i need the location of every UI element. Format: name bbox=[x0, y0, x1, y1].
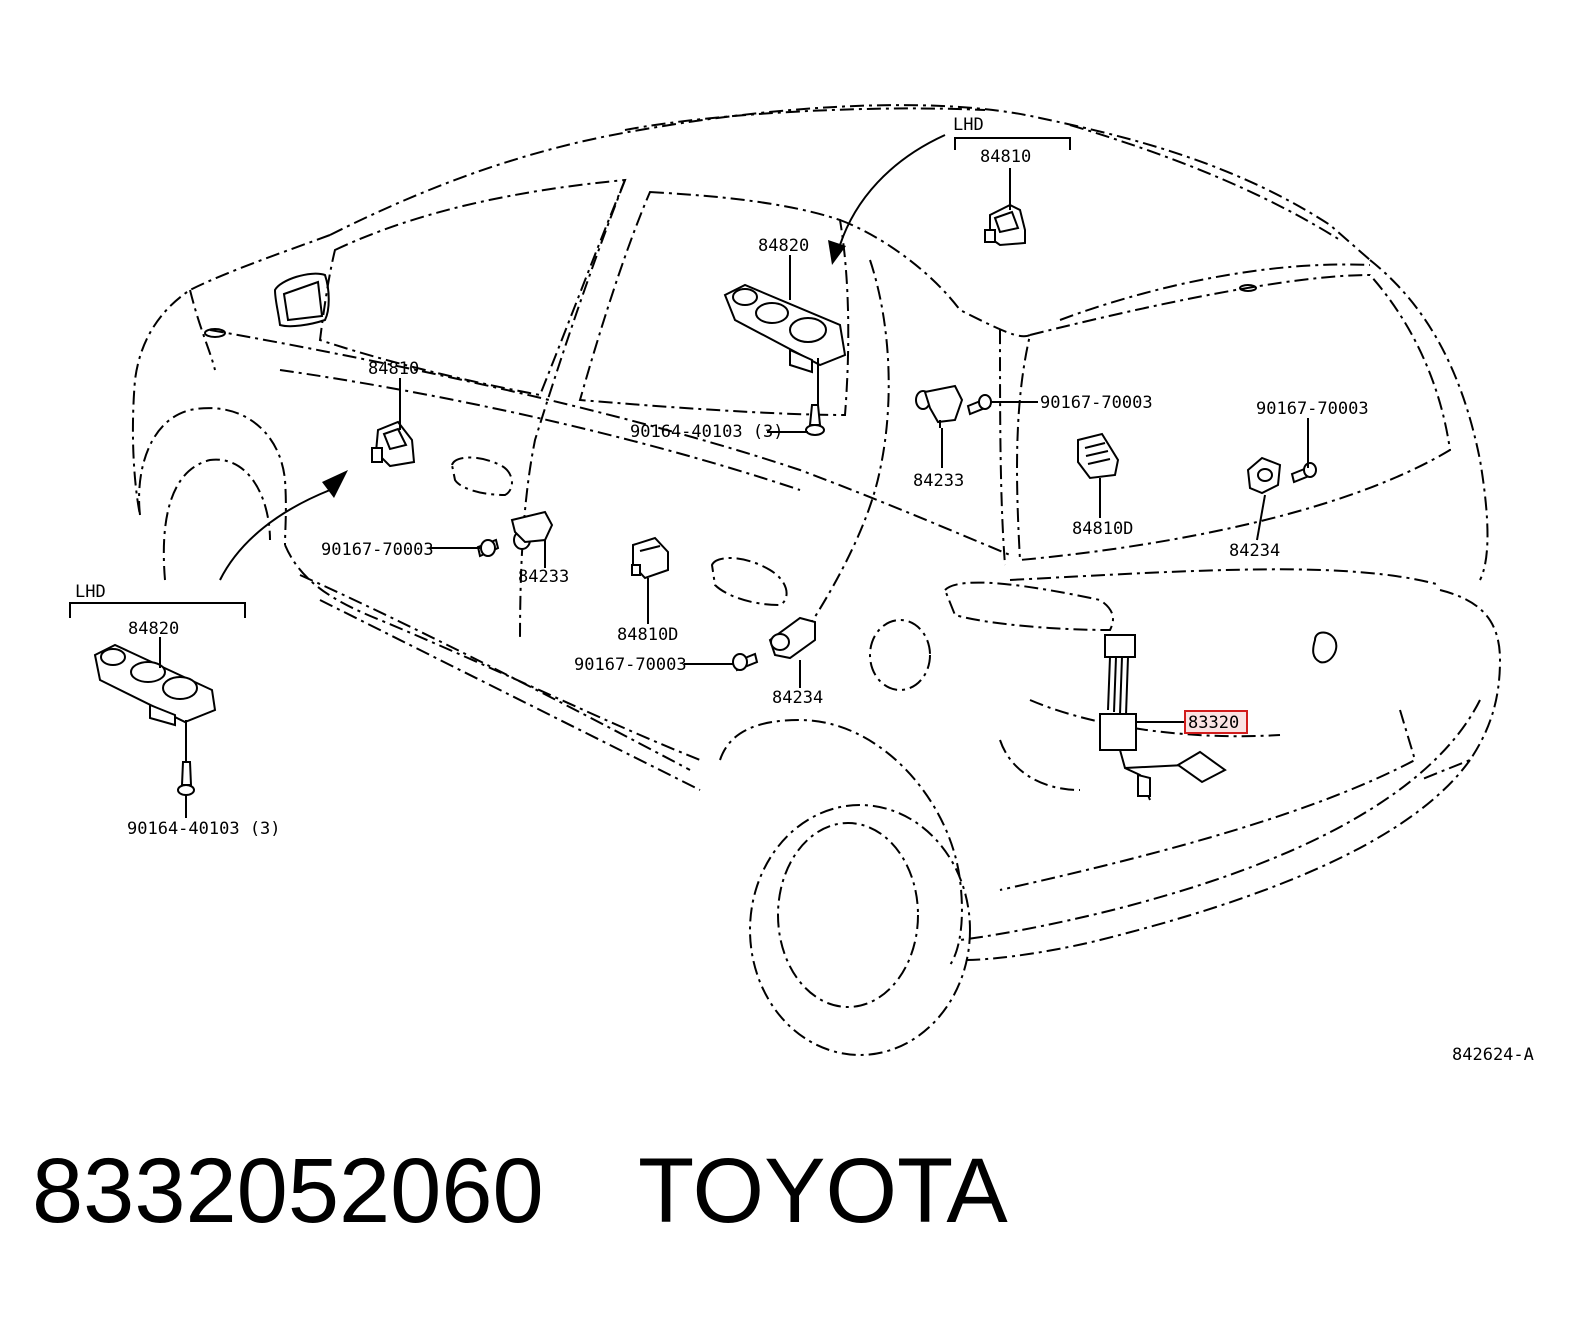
switch-84810-left-icon bbox=[371, 420, 416, 468]
label-84810-left: 84810 bbox=[368, 359, 419, 379]
connector-83320-icon bbox=[1099, 634, 1227, 801]
switch-84820-master-icon bbox=[723, 283, 847, 374]
leader-lines bbox=[69, 137, 1309, 818]
switch-84810-top-icon bbox=[984, 203, 1026, 247]
label-84233-left: 84233 bbox=[518, 567, 569, 587]
bolt-90164-left-icon bbox=[177, 761, 195, 796]
highlight-box-83320 bbox=[1184, 710, 1248, 734]
label-90164-mid: 90164-40103 (3) bbox=[630, 422, 784, 442]
bolt-90167-left-icon bbox=[476, 538, 500, 558]
label-84810d-mid: 84810D bbox=[617, 625, 678, 645]
courtesy-switch-84233-right-icon bbox=[915, 384, 964, 428]
label-90167-left: 90167-70003 bbox=[321, 540, 434, 560]
label-lhd-left: LHD bbox=[75, 582, 106, 602]
bolt-90167-low-icon bbox=[732, 652, 759, 672]
bolt-90167-right-icon bbox=[966, 394, 992, 416]
switch-84810d-mid-icon bbox=[631, 536, 669, 580]
bolt-90167-far-right-icon bbox=[1290, 462, 1317, 484]
label-90167-far-right: 90167-70003 bbox=[1256, 399, 1369, 419]
label-83320: 83320 bbox=[1188, 713, 1239, 733]
courtesy-switch-84234-low-icon bbox=[768, 616, 816, 660]
parts bbox=[93, 203, 1317, 801]
courtesy-switch-84234-right-icon bbox=[1246, 456, 1282, 495]
label-90164-left: 90164-40103 (3) bbox=[127, 819, 281, 839]
label-84233-right: 84233 bbox=[913, 471, 964, 491]
label-84820-mid: 84820 bbox=[758, 236, 809, 256]
label-84810d-right: 84810D bbox=[1072, 519, 1133, 539]
label-84810-top: 84810 bbox=[980, 147, 1031, 167]
label-90167-low: 90167-70003 bbox=[574, 655, 687, 675]
figure-code: 842624-A bbox=[1452, 1045, 1534, 1065]
switch-84820-left-icon bbox=[93, 643, 217, 727]
car-body-outline bbox=[131, 104, 1502, 1056]
bolt-90164-mid-icon bbox=[805, 404, 825, 436]
label-84234-low: 84234 bbox=[772, 688, 823, 708]
callout-labels: LHD 84810 84820 84810 90164-40103 (3) 90… bbox=[75, 115, 1534, 1065]
part-number: 8332052060 bbox=[32, 1140, 544, 1242]
label-84820-left: 84820 bbox=[128, 619, 179, 639]
assembly-arrows bbox=[219, 134, 946, 581]
brand-name: TOYOTA bbox=[638, 1140, 1008, 1242]
switch-84810d-right-icon bbox=[1077, 432, 1120, 480]
label-90167-right: 90167-70003 bbox=[1040, 393, 1153, 413]
label-lhd-top: LHD bbox=[953, 115, 984, 135]
label-84234-right: 84234 bbox=[1229, 541, 1280, 561]
